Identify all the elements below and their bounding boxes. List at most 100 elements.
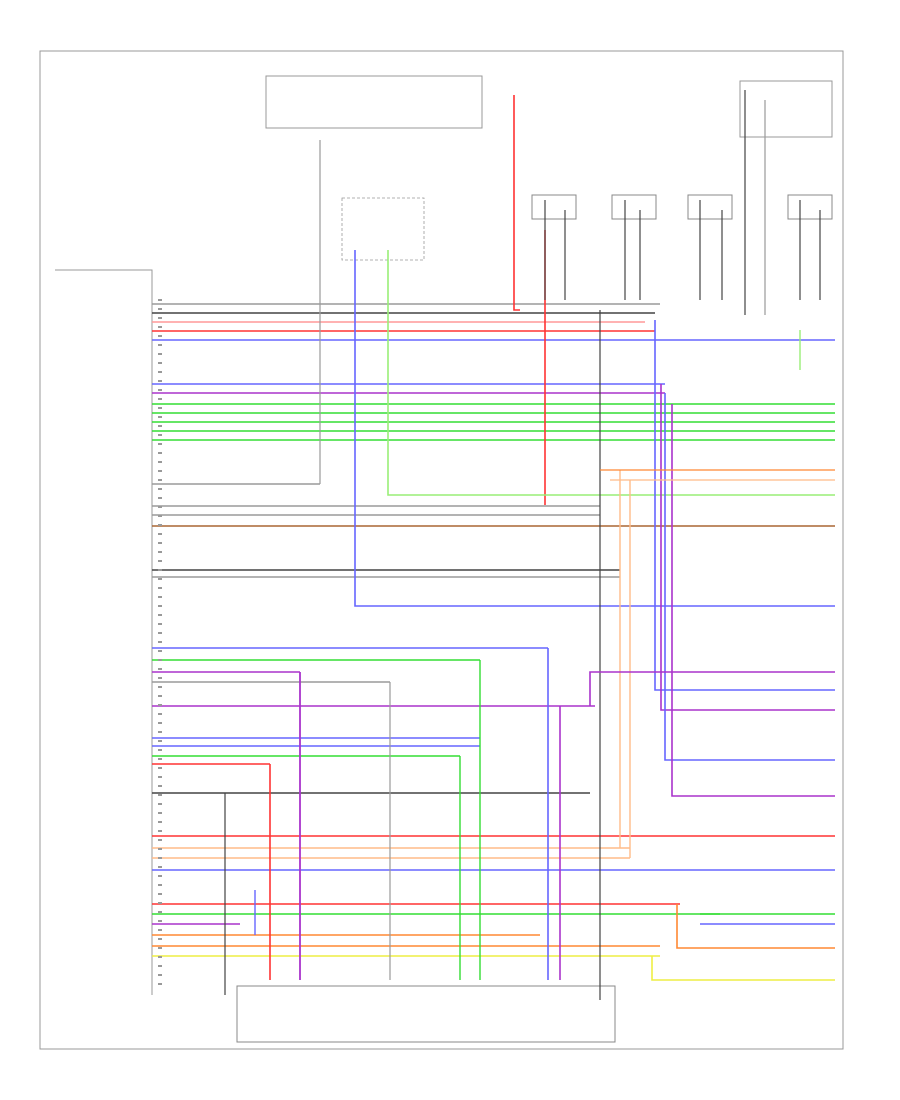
signal-trace: [589, 671, 835, 706]
ecm-pin-tick: [158, 929, 162, 931]
ecm-pin-tick: [158, 632, 162, 634]
diagram-frame: [39, 50, 844, 1050]
ecm-pin-tick: [158, 776, 162, 778]
ecm-pin-tick: [158, 371, 162, 373]
solenoid-b: [611, 194, 657, 220]
ecm-pin-tick: [158, 884, 162, 886]
signal-trace: [651, 956, 835, 981]
solenoid-d: [787, 194, 833, 220]
ecm-pin-tick: [158, 812, 162, 814]
signal-trace: [676, 904, 835, 949]
ecm-pin-tick: [158, 686, 162, 688]
ecm-pin-tick: [158, 830, 162, 832]
ecm-pin-tick: [158, 551, 162, 553]
ecm-pin-tick: [158, 893, 162, 895]
ecm-pin-tick: [158, 902, 162, 904]
pin-label-group: [158, 299, 162, 985]
signal-trace: [654, 320, 835, 691]
ecm-pin-tick: [158, 749, 162, 751]
power-trace: [513, 95, 520, 311]
ecm-pin-tick: [158, 722, 162, 724]
ecm-pin-tick: [158, 569, 162, 571]
ecm-pin-tick: [158, 380, 162, 382]
ecm-pin-tick: [158, 956, 162, 958]
ecm-pin-tick: [158, 335, 162, 337]
ecm-pin-tick: [158, 614, 162, 616]
ecm-pin-tick: [158, 704, 162, 706]
ecm-pin-tick: [158, 650, 162, 652]
ecm-pin-tick: [158, 497, 162, 499]
signal-trace: [660, 384, 835, 711]
ecm-pin-tick: [158, 488, 162, 490]
top-relay-box: [265, 75, 483, 129]
ecm-pin-tick: [158, 407, 162, 409]
ecm-pin-tick: [158, 866, 162, 868]
ecm-pin-tick: [158, 443, 162, 445]
ecm-pin-tick: [158, 641, 162, 643]
right-connector-box: [739, 80, 833, 138]
solenoid-a: [531, 194, 577, 220]
ecm-pin-tick: [158, 848, 162, 850]
ecm-pin-tick: [158, 578, 162, 580]
ecm-pin-tick: [158, 623, 162, 625]
ecm-pin-tick: [158, 434, 162, 436]
ecm-pin-tick: [158, 299, 162, 301]
ecm-pin-tick: [158, 974, 162, 976]
ecm-pin-tick: [158, 785, 162, 787]
ecm-pin-tick: [158, 659, 162, 661]
ecm-pin-tick: [158, 839, 162, 841]
wire-group: [152, 90, 835, 1000]
ecm-pin-tick: [158, 479, 162, 481]
ecm-pin-tick: [158, 389, 162, 391]
ecm-pin-tick: [158, 353, 162, 355]
ecm-pin-tick: [158, 857, 162, 859]
ecm-pin-tick: [158, 767, 162, 769]
ecm-pin-tick: [158, 587, 162, 589]
ecm-pin-tick: [158, 794, 162, 796]
ecm-pin-tick: [158, 947, 162, 949]
ecm-pin-tick: [158, 803, 162, 805]
ecm-pin-tick: [158, 731, 162, 733]
ecm-pin-tick: [158, 317, 162, 319]
ecm-pin-tick: [158, 605, 162, 607]
signal-trace: [387, 250, 835, 496]
ecm-pin-tick: [158, 344, 162, 346]
ecm-pin-tick: [158, 911, 162, 913]
ecm-pin-tick: [158, 920, 162, 922]
ecm-pin-tick: [158, 965, 162, 967]
ecm-pin-tick: [158, 938, 162, 940]
bottom-switch-assembly: [236, 985, 616, 1043]
ecm-module-outline: [55, 269, 153, 995]
ecm-pin-tick: [158, 470, 162, 472]
signal-trace: [664, 393, 835, 761]
ecm-pin-tick: [158, 461, 162, 463]
solenoid-c: [687, 194, 733, 220]
range-switch-box: [341, 197, 425, 261]
ecm-pin-tick: [158, 542, 162, 544]
signal-trace: [354, 250, 835, 607]
ecm-pin-tick: [158, 668, 162, 670]
ecm-pin-tick: [158, 740, 162, 742]
ecm-pin-tick: [158, 425, 162, 427]
ecm-pin-tick: [158, 524, 162, 526]
ecm-pin-tick: [158, 875, 162, 877]
ecm-pin-tick: [158, 308, 162, 310]
ecm-pin-tick: [158, 596, 162, 598]
ecm-pin-tick: [158, 515, 162, 517]
ecm-pin-tick: [158, 452, 162, 454]
signal-trace: [671, 404, 835, 797]
ecm-pin-tick: [158, 560, 162, 562]
ecm-pin-tick: [158, 983, 162, 985]
ecm-pin-tick: [158, 533, 162, 535]
ecm-pin-tick: [158, 416, 162, 418]
ecm-pin-tick: [158, 362, 162, 364]
ecm-pin-tick: [158, 758, 162, 760]
ecm-pin-tick: [158, 821, 162, 823]
ecm-pin-tick: [158, 506, 162, 508]
ecm-pin-tick: [158, 713, 162, 715]
ecm-pin-tick: [158, 326, 162, 328]
ecm-pin-tick: [158, 695, 162, 697]
ecm-pin-tick: [158, 677, 162, 679]
